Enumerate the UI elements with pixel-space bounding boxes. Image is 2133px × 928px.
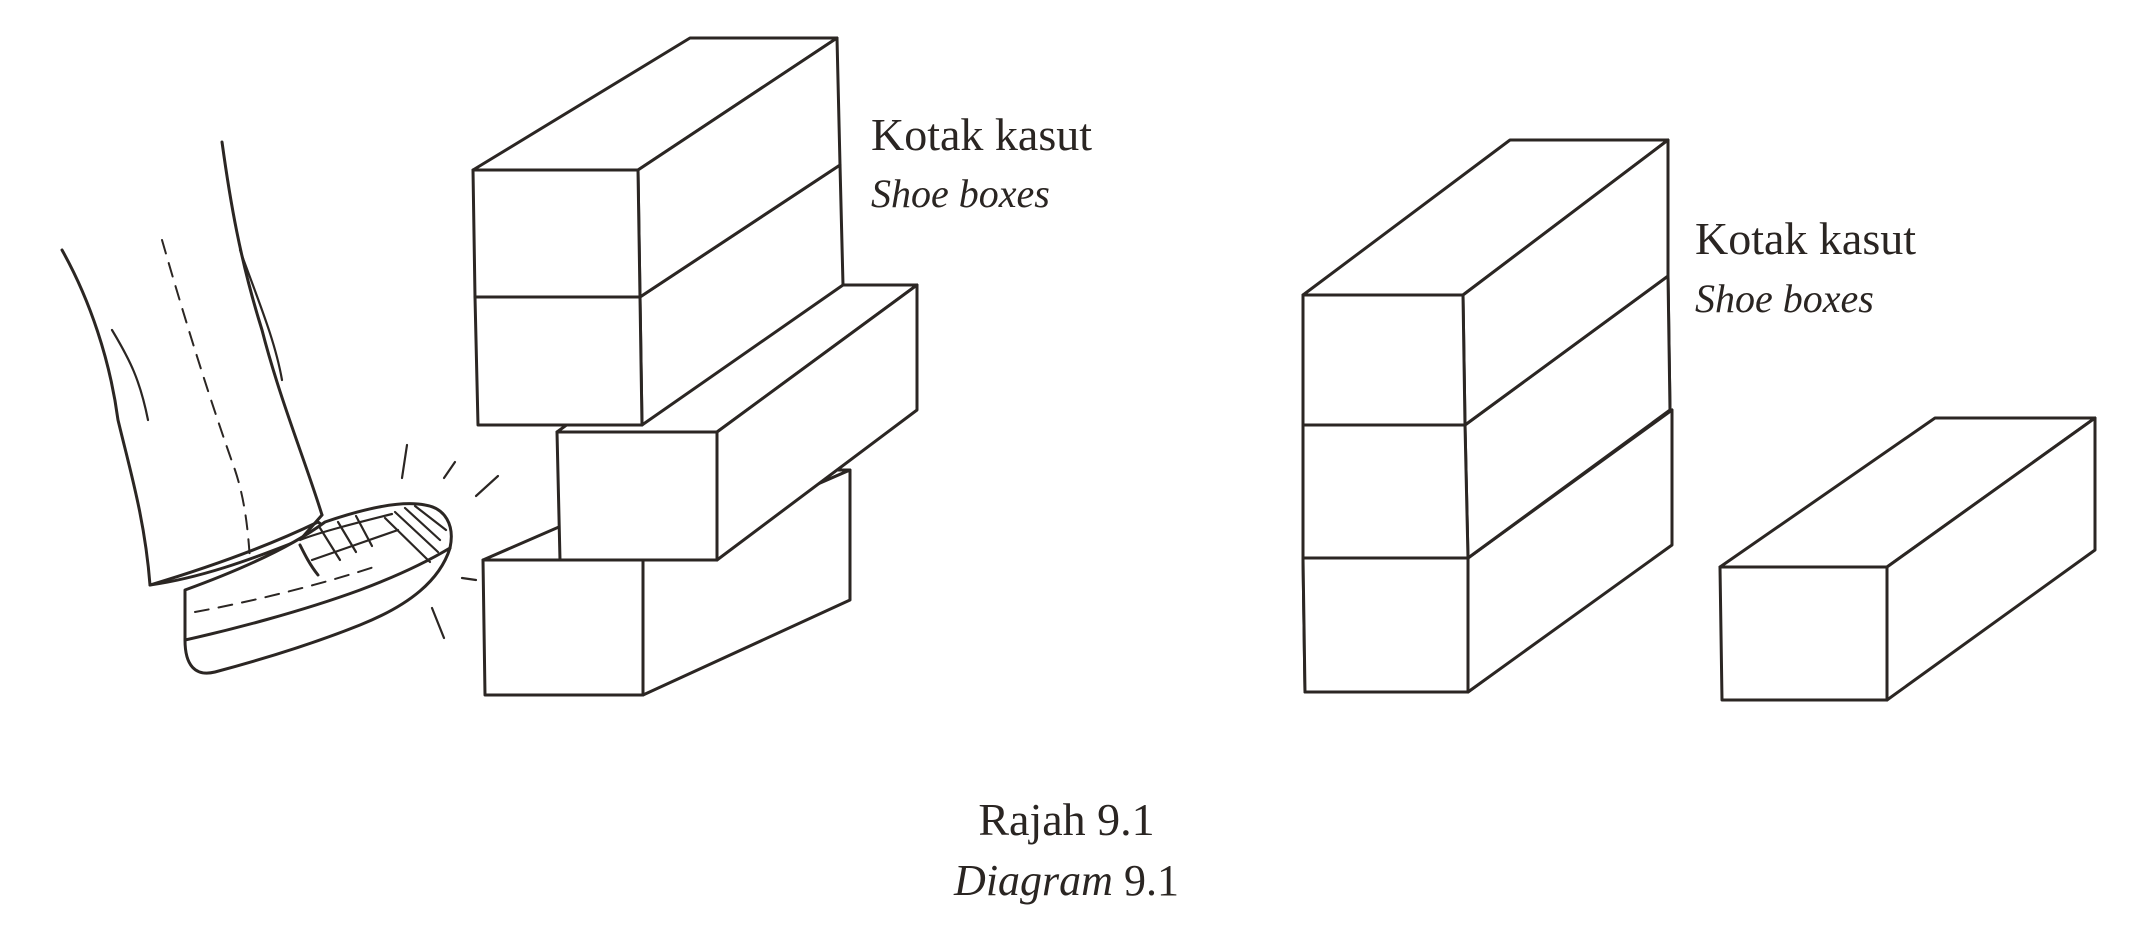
right-shoe-box-stack bbox=[1301, 138, 1674, 694]
figure-caption-en-number: 9.1 bbox=[1123, 856, 1179, 905]
left-box-label-en: Shoe boxes bbox=[871, 171, 1050, 216]
figure-caption-ms: Rajah 9.1 bbox=[978, 794, 1155, 845]
kicking-leg-illustration bbox=[60, 140, 500, 675]
figure-caption-en-word: Diagram bbox=[954, 856, 1113, 905]
right-box-label-en: Shoe boxes bbox=[1695, 276, 1874, 321]
shoe-box-icon bbox=[1718, 416, 2097, 702]
shoe-box-icon bbox=[471, 36, 842, 299]
left-shoe-box-stack bbox=[471, 36, 919, 697]
impact-lines-icon bbox=[400, 443, 500, 640]
shoe-box-icon bbox=[1301, 138, 1670, 427]
right-single-shoe-box bbox=[1718, 416, 2097, 702]
shoe-box-icon bbox=[1301, 408, 1674, 694]
left-box-label-ms: Kotak kasut bbox=[871, 109, 1093, 160]
figure-caption-en: Diagram 9.1 bbox=[0, 855, 2133, 907]
foot-kicking-icon bbox=[183, 502, 453, 675]
shoe-box-icon bbox=[1301, 274, 1672, 560]
trouser-leg bbox=[60, 248, 152, 587]
right-box-label-ms: Kotak kasut bbox=[1695, 213, 1917, 264]
